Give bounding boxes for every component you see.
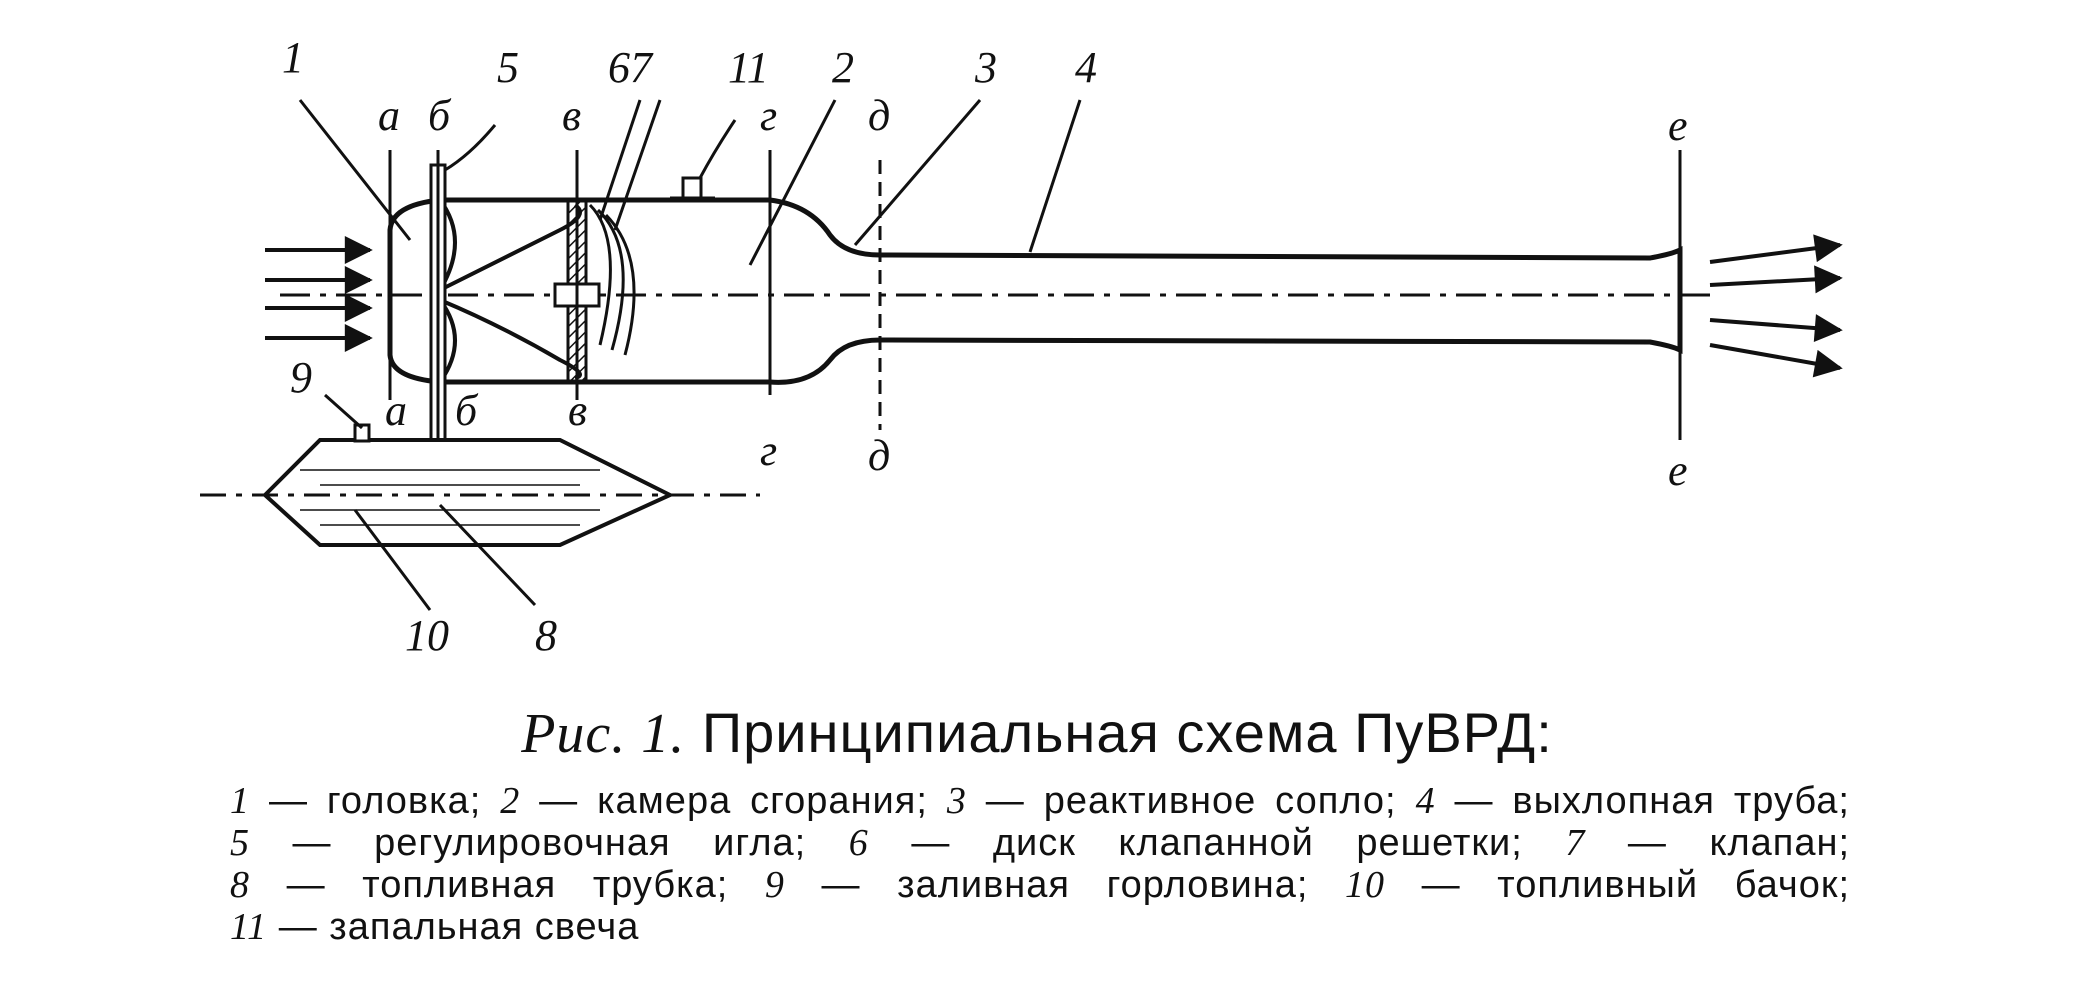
label-part-8: 8 [535,611,557,660]
label-part-67: 67 [608,43,654,92]
fuel-tank-hatching [300,469,600,526]
label-section-v-bottom: в [568,386,587,435]
label-section-e-bottom: е [1668,446,1688,495]
leader-lines [298,99,1082,611]
label-section-b-top: б [428,91,452,140]
legend-item: 1 — головка; [230,780,482,822]
pulse-jet-diagram: 1 5 67 11 2 3 4 9 10 8 а б в г д е а б в… [200,33,1843,660]
label-part-5: 5 [497,43,519,92]
legend-item: 7 — клапан; [1565,822,1851,864]
label-section-g-top: г [760,91,777,140]
figure-caption: Рис. 1. Принципиальная схема ПуВРД: [0,700,2074,766]
legend-item: 3 — реактивное сопло; [946,780,1397,822]
label-section-b-bottom: б [455,386,479,435]
spark-plug [670,176,715,202]
figure-title: Принципиальная схема ПуВРД: [701,701,1553,764]
legend-item: 11 — запальная свеча [230,906,640,948]
figure-legend: 1 — головка; 2 — камера сгорания; 3 — ре… [230,780,1850,948]
legend-item: 6 — диск клапанной решетки; [848,822,1523,864]
label-section-a-top: а [378,91,400,140]
label-section-g-bottom: г [760,426,777,475]
legend-item: 9 — заливная горловина; [764,864,1309,906]
fuel-tank [262,438,675,547]
label-section-d-top: д [868,91,890,140]
label-part-3: 3 [974,43,997,92]
intake-arrows [265,236,373,352]
head-guide-vanes [438,198,582,384]
filler-neck [353,423,371,443]
label-section-d-bottom: д [868,431,890,480]
valve-petals [588,203,636,356]
section-lines [388,150,1682,440]
legend-item: 5 — регулировочная игла; [230,822,807,864]
label-part-11: 11 [728,43,769,92]
label-section-e-top: е [1668,101,1688,150]
legend-item: 2 — камера сгорания; [500,780,928,822]
label-part-1: 1 [282,33,304,82]
label-section-a-bottom: а [385,386,407,435]
label-section-v-top: в [562,91,581,140]
legend-item: 8 — топливная трубка; [230,864,729,906]
label-part-10: 10 [405,611,449,660]
figure-number: Рис. 1. [521,703,686,765]
label-part-9: 9 [290,353,312,402]
label-part-2: 2 [832,43,854,92]
label-part-4: 4 [1075,43,1097,92]
legend-item: 10 — топливный бачок; [1345,864,1851,906]
legend-item: 4 — выхлопная труба; [1415,780,1850,822]
exhaust-arrows [1709,234,1843,378]
